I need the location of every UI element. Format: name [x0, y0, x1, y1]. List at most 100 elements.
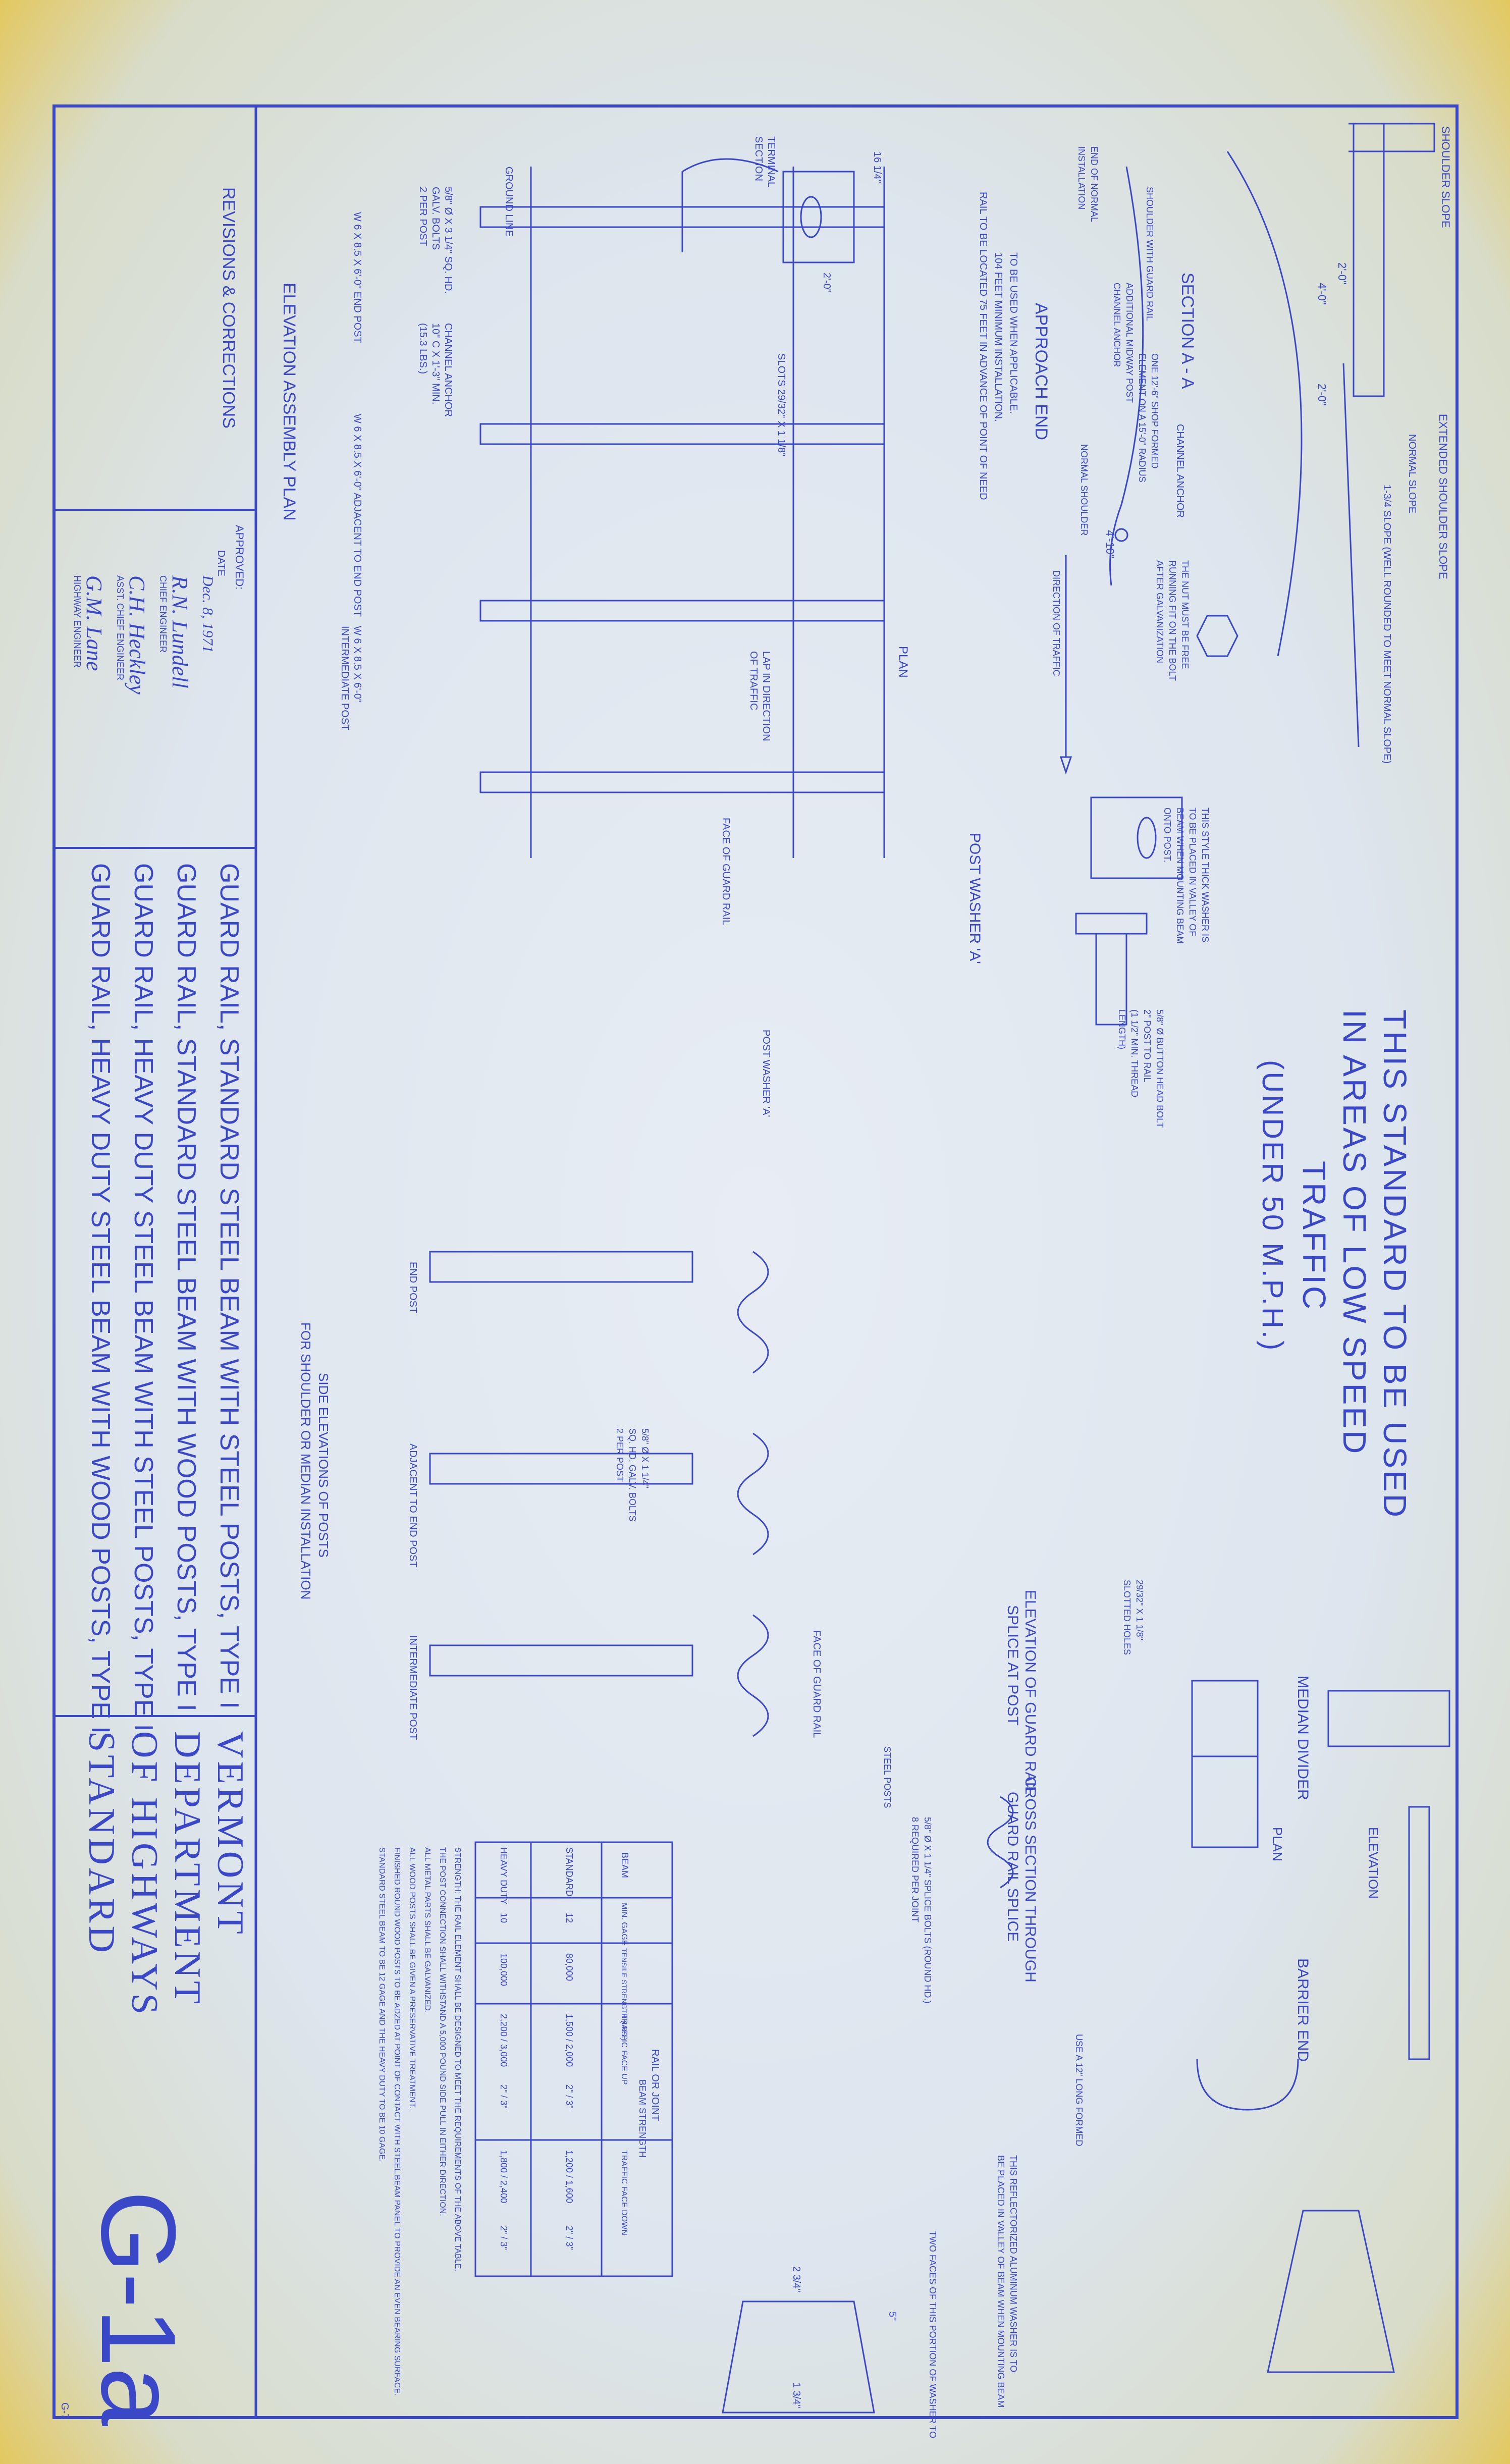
signature-3: G.M. Lane	[82, 575, 106, 671]
normal-shoulder-label: NORMAL SHOULDER	[1079, 444, 1089, 535]
side-bolts-1: 5/8" Ø X 1 1/4"	[640, 1428, 650, 1488]
splice-cross-title-1: CROSS SECTION THROUGH	[1022, 1777, 1039, 1983]
signature-2: C.H. Heckley	[125, 575, 149, 694]
table-note-5: FINISHED ROUND WOOD POSTS TO BE ADZED AT…	[393, 1847, 401, 2396]
end-normal-label-1: END OF NORMAL	[1089, 146, 1099, 222]
assembly-washer-label: POST WASHER 'A'	[761, 1030, 772, 1117]
hex-nut	[1196, 615, 1238, 657]
nut-note-3: AFTER GALVANIZATION	[1155, 560, 1165, 663]
side-end-post-label: END POST	[407, 1262, 418, 1313]
side-adjacent-label: ADJACENT TO END POST	[407, 1443, 418, 1568]
section-aa-slope	[1226, 151, 1303, 657]
side-bolts-2: SQ. HD. GALV. BOLTS	[627, 1428, 637, 1522]
sheet-border	[52, 104, 1459, 2419]
splice-elev-title-1: ELEVATION OF GUARD RAIL	[1022, 1590, 1039, 1795]
median-divider-title: MEDIAN DIVIDER	[1295, 1676, 1311, 1800]
terminal-dim-2: 2'-0"	[821, 273, 832, 293]
agency-line-4: STANDARD	[81, 1731, 122, 1956]
end-detail: 5" 2 3/4" 1 3/4"	[722, 2210, 1395, 2414]
side-elev-title-1: SIDE ELEVATIONS OF POSTS	[316, 1373, 331, 1558]
channel-anchor-2: 10" C X 1'-3" MIN.	[430, 323, 441, 404]
reflective-note-1: THIS REFLECTORIZED ALUMINUM WASHER IS TO	[1008, 2155, 1018, 2372]
asst-chief-engineer-label: ASST. CHIEF ENGINEER	[115, 575, 125, 680]
bolt-shank	[1095, 933, 1127, 1026]
row-heavy-defl-up: 2" / 3"	[499, 2084, 509, 2109]
table-beam-strength: BEAM STRENGTH	[637, 2079, 648, 2158]
sheet-titles: GUARD RAIL, STANDARD STEEL BEAM WITH STE…	[86, 863, 244, 1734]
channel-anchor-1: CHANNEL ANCHOR	[443, 323, 454, 417]
terminal-plate	[782, 171, 855, 263]
direction-arrow-head	[1059, 756, 1072, 775]
approach-note-3: RAIL TO BE LOCATED 75 FEET IN ADVANCE OF…	[978, 192, 989, 500]
channel-anchor-label: CHANNEL ANCHOR	[1174, 424, 1185, 518]
bolt-note-2: 2" POST TO RAIL	[1142, 1009, 1152, 1082]
approach-end: APPROACH END TO BE USED WHEN APPLICABLE.…	[978, 146, 1185, 775]
intermediate-post	[479, 600, 885, 622]
median-elev-label: ELEVATION	[1366, 1827, 1381, 1899]
table-title: RAIL OR JOINT	[650, 2049, 661, 2121]
side-elevations: SIDE ELEVATIONS OF POSTS FOR SHOULDER OR…	[298, 1251, 822, 1740]
splice-cross-section	[987, 1796, 1014, 1889]
standard-number: G-1a	[79, 2190, 198, 2426]
terminal-dim-1: 16 1/4"	[872, 151, 883, 183]
revisions-label: REVISIONS & CORRECTIONS	[219, 187, 238, 428]
w-beam-profile-3	[737, 1614, 769, 1737]
splice-bolts-2: 8 REQUIRED PER JOINT	[910, 1817, 920, 1922]
barrier-end-title: BARRIER END	[1295, 1958, 1311, 2062]
end-normal-label-2: INSTALLATION	[1076, 146, 1087, 209]
additional-post-2: CHANNEL ANCHOR	[1112, 283, 1122, 367]
approach-rail-curve	[1109, 166, 1144, 586]
splice-details: ELEVATION OF GUARD RAIL SPLICE AT POST C…	[882, 1580, 1259, 2004]
row-standard-defl-down: 2" / 3"	[564, 2226, 574, 2250]
table-note-4: ALL WOOD POSTS SHALL BE GIVEN A PRESERVA…	[408, 1847, 416, 2109]
additional-post-1: ADDITIONAL MIDWAY POST	[1124, 283, 1135, 403]
section-aa: SECTION A - A SHOULDER SLOPE EXTENDED SH…	[1178, 123, 1452, 764]
splice-slotted-2: SLOTTED HOLES	[1122, 1580, 1132, 1655]
row-standard-gage: 12	[564, 1913, 574, 1923]
median-divider: MEDIAN DIVIDER PLAN ELEVATION BARRIER EN…	[928, 1676, 1450, 2438]
terminal-slot	[800, 196, 822, 238]
adjacent-post	[479, 423, 885, 445]
splice-rail-elevation	[1191, 1680, 1259, 1848]
end-detail-shape	[1267, 2210, 1395, 2373]
side-elev-title-2: FOR SHOULDER OR MEDIAN INSTALLATION	[298, 1322, 313, 1599]
notice-line-3: TRAFFIC	[1296, 1161, 1332, 1311]
bolt-head	[1075, 913, 1148, 935]
end-post-label: W 6 X 8.5 X 6'-0" END POST	[352, 212, 363, 343]
w-beam-profile-1	[737, 1251, 769, 1374]
washer-hole	[1137, 817, 1157, 859]
table-head-gage: MIN. GAGE	[620, 1903, 628, 1945]
table-head-face-down: TRAFFIC FACE DOWN	[620, 2150, 628, 2235]
table-note-6: STANDARD STEEL BEAM TO BE 12 GAGE AND TH…	[378, 1847, 386, 2162]
terminal-curve	[681, 158, 779, 252]
dim-4-0: 4'-0"	[1316, 283, 1328, 305]
low-speed-notice: THIS STANDARD TO BE USED IN AREAS OF LOW…	[1256, 1009, 1413, 1519]
section-aa-title: SECTION A - A	[1178, 273, 1197, 389]
agency-block: VERMONT DEPARTMENT OF HIGHWAYS STANDARD	[81, 1731, 251, 2017]
row-standard-load-down: 1,200 / 1,600	[564, 2150, 574, 2203]
agency-line-3: OF HIGHWAYS	[124, 1731, 165, 2017]
terminal-section: TERMINAL SECTION 16 1/4" 2'-0"	[681, 136, 883, 293]
shoulder-guardrail-label: SHOULDER WITH GUARD RAIL	[1145, 187, 1155, 321]
page-mark: G-7	[59, 2402, 70, 2419]
title-line-1: GUARD RAIL, STANDARD STEEL BEAM WITH STE…	[214, 863, 244, 1709]
two-faces-note: TWO FACES OF THIS PORTION OF WASHER TO	[928, 2231, 938, 2438]
table-head-tensile: TENSILE STRENGTH (LBS.)	[620, 1948, 628, 2041]
nut-note-2: RUNNING FIT ON THE BOLT	[1167, 560, 1177, 681]
row-heavy-load-up: 2,200 / 3,000	[499, 2014, 509, 2067]
side-intermediate-label: INTERMEDIATE POST	[407, 1635, 418, 1740]
terminal-label-2: SECTION	[753, 136, 764, 181]
splice-elev-title-2: SPLICE AT POST	[1004, 1605, 1021, 1726]
formed-rail-note: USE A 12" LONG FORMED	[1074, 2034, 1084, 2146]
date-label: DATE	[215, 550, 227, 576]
splice-steel-posts: STEEL POSTS	[882, 1746, 892, 1808]
median-plan-block	[1327, 1690, 1450, 1747]
end-detail-dim-1: 5"	[887, 2312, 898, 2321]
table-note-2: THE POST CONNECTION SHALL WITHSTAND A 5,…	[438, 1847, 447, 2216]
dim-2-0: 2'-0"	[1336, 262, 1349, 285]
splice-bolts-1: 5/8" Ø X 1 1/4" SPLICE BOLTS (ROUND HD.)	[923, 1817, 933, 2004]
element-note-1: ONE 12'-6" SHOP FORMED	[1150, 353, 1160, 469]
notice-line-2: IN AREAS OF LOW SPEED	[1336, 1009, 1373, 1456]
